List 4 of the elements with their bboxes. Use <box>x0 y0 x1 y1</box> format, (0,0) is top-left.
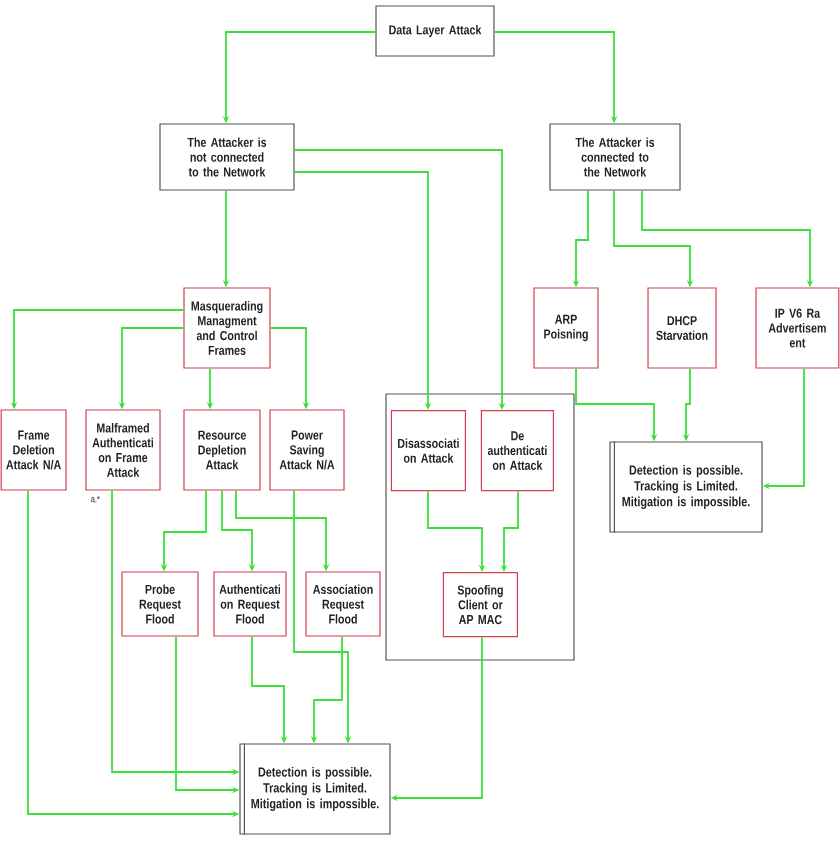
group-frame <box>385 393 575 661</box>
arrow <box>293 149 506 410</box>
arrow <box>427 490 486 572</box>
arrow <box>293 171 432 410</box>
